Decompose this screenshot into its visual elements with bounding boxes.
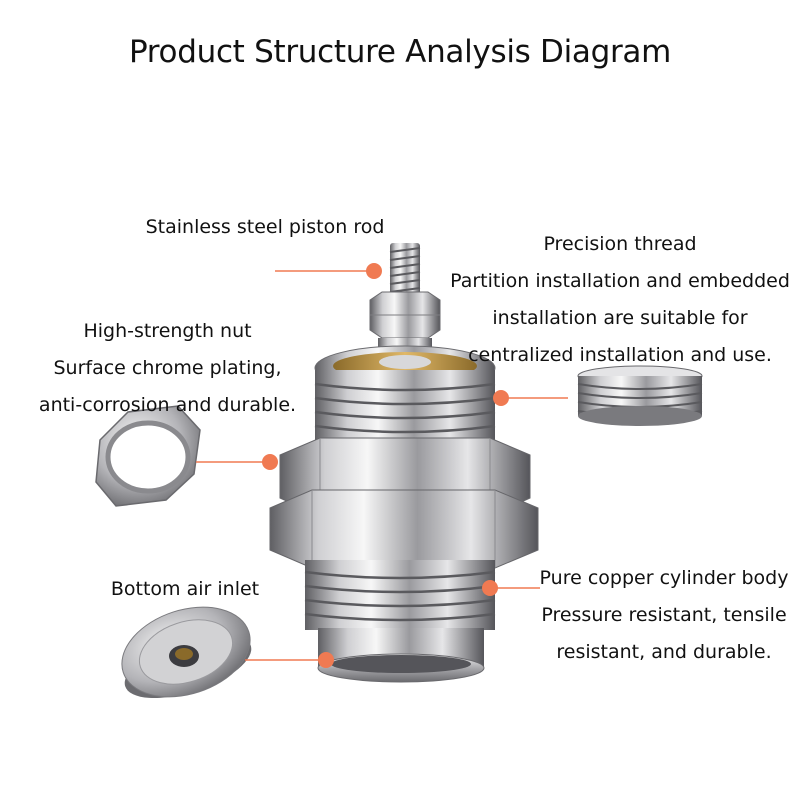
label-piston-rod: Stainless steel piston rod <box>140 209 390 246</box>
label-thread-line: Partition installation and embedded <box>450 270 790 292</box>
callout-dot-thread <box>493 390 509 406</box>
label-body-line: Pressure resistant, tensile <box>541 604 787 626</box>
label-inlet-line: Bottom air inlet <box>110 578 260 600</box>
label-body-line: resistant, and durable. <box>556 641 772 663</box>
loose-hex-nut-part <box>95 405 201 507</box>
thread-ring-part <box>577 365 703 426</box>
label-high-strength-nut: High-strength nut Surface chrome plating… <box>30 313 305 424</box>
callout-dot-nut <box>262 454 278 470</box>
label-thread-line: installation are suitable for <box>492 307 748 329</box>
label-thread-line: centralized installation and use. <box>468 344 772 366</box>
label-body-heading: Pure copper cylinder body <box>539 567 789 589</box>
label-nut-heading: High-strength nut <box>83 320 252 342</box>
label-nut-line: Surface chrome plating, <box>53 357 282 379</box>
label-precision-thread: Precision thread Partition installation … <box>440 226 800 374</box>
air-inlet-plug-part <box>121 606 252 699</box>
label-nut-line: anti-corrosion and durable. <box>38 394 297 416</box>
callout-markers <box>196 263 568 668</box>
label-thread-heading: Precision thread <box>543 233 697 255</box>
callout-dot-rod <box>366 263 382 279</box>
label-bottom-air-inlet: Bottom air inlet <box>100 571 270 608</box>
label-cylinder-body: Pure copper cylinder body Pressure resis… <box>528 560 800 671</box>
piston-rod-part <box>369 243 441 354</box>
diagram-title: Product Structure Analysis Diagram <box>128 34 672 70</box>
cylinder-body-part <box>269 345 539 683</box>
label-piston-rod-line: Stainless steel piston rod <box>145 216 385 238</box>
callout-dot-inlet <box>318 652 334 668</box>
callout-dot-body <box>482 580 498 596</box>
